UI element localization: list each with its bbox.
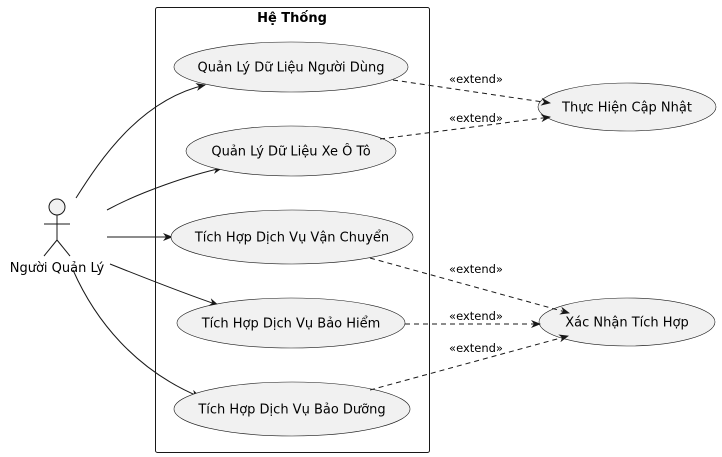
association-uc4: [109, 263, 219, 306]
association-uc2: [106, 166, 223, 211]
extension-case-ext2: Xác Nhận Tích Hợp: [538, 297, 716, 347]
use-case-uc2: Quản Lý Dữ Liệu Xe Ô Tô: [185, 125, 397, 177]
use-case-label: Quản Lý Dữ Liệu Xe Ô Tô: [211, 144, 370, 160]
actor-head: [48, 198, 66, 216]
extension-case-label: Xác Nhận Tích Hợp: [565, 316, 689, 331]
extension-case-label: Thực Hiện Cập Nhật: [561, 101, 692, 116]
actor-figure: [43, 198, 71, 257]
use-case-uc4: Tích Hợp Dịch Vụ Bảo Hiểm: [176, 297, 406, 349]
actor-right-leg: [56, 239, 71, 257]
use-case-label: Tích Hợp Dịch Vụ Vận Chuyển: [194, 231, 389, 246]
extend-relation-2: [379, 114, 551, 140]
use-case-label: Tích Hợp Dịch Vụ Bảo Dưỡng: [197, 403, 385, 418]
use-case-label: Tích Hợp Dịch Vụ Bảo Hiểm: [201, 317, 381, 332]
system-title: Hệ Thống: [257, 11, 327, 26]
system-boundary: [155, 7, 430, 453]
extend-label: «extend»: [449, 262, 503, 276]
use-case-uc3: Tích Hợp Dịch Vụ Vận Chuyển: [170, 209, 414, 265]
extend-label: «extend»: [449, 111, 503, 125]
extension-case-ext1: Thực Hiện Cập Nhật: [537, 82, 717, 132]
extend-label: «extend»: [449, 72, 503, 86]
extend-label: «extend»: [449, 309, 503, 323]
actor-name: Người Quản Lý: [10, 261, 105, 276]
use-case-uc1: Quản Lý Dữ Liệu Người Dùng: [173, 41, 409, 93]
use-case-uc5: Tích Hợp Dịch Vụ Bảo Dưỡng: [173, 381, 411, 437]
association-uc5: [72, 269, 201, 398]
extend-relation-3: [369, 257, 570, 315]
use-case-label: Quản Lý Dữ Liệu Người Dùng: [198, 61, 385, 76]
actor-left-leg: [43, 239, 58, 257]
extend-relation-5: [369, 334, 569, 391]
extend-label: «extend»: [449, 341, 503, 355]
association-uc1: [75, 83, 206, 199]
